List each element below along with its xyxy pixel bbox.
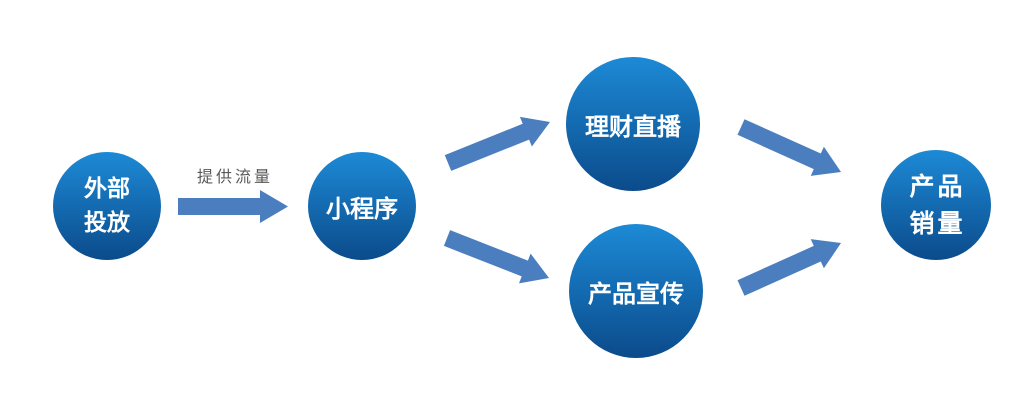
node-mini-program: 小程序	[308, 152, 416, 260]
node-label-line: 小程序	[326, 194, 398, 223]
node-label-line: 理财直播	[585, 112, 681, 141]
node-label-line: 产品	[909, 171, 966, 201]
node-label-line: 产品宣传	[588, 279, 684, 308]
node-finance-livestream: 理财直播	[566, 57, 700, 191]
node-product-sales: 产品 销量	[881, 150, 991, 260]
arrow-miniprogram-to-livestream	[444, 116, 550, 171]
node-label-line: 外部	[84, 175, 130, 202]
node-label-line: 投放	[84, 210, 130, 236]
node-product-promotion: 产品宣传	[569, 224, 703, 358]
edge-label-provide-traffic: 提供流量	[196, 167, 273, 186]
arrow-external-to-miniprogram	[178, 190, 288, 223]
arrow-promotion-to-sales	[737, 239, 841, 296]
arrow-livestream-to-sales	[737, 119, 841, 176]
arrow-miniprogram-to-promotion	[443, 230, 549, 284]
node-label-line: 销量	[909, 209, 966, 238]
node-external-placement: 外部 投放	[53, 152, 161, 260]
